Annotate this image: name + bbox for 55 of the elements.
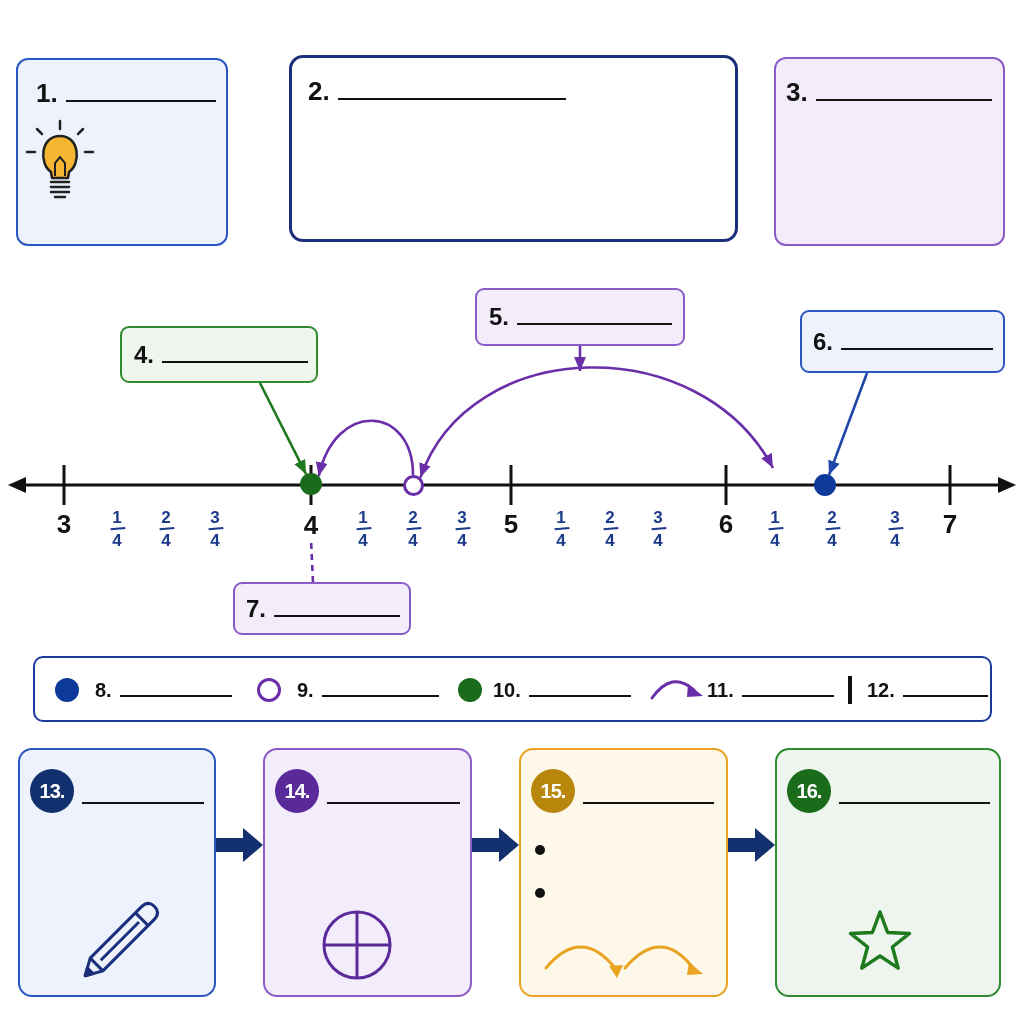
- question-number: 6.: [813, 330, 833, 354]
- fraction-label: 1/4: [351, 507, 376, 551]
- number-badge: 15.: [531, 769, 575, 813]
- fraction-label: 2/4: [401, 507, 426, 551]
- leader-arrow: [827, 372, 869, 476]
- step-card: [18, 748, 216, 997]
- legend-number: 9.: [297, 680, 314, 700]
- point-dot: [814, 474, 836, 496]
- fraction-label: 1/4: [105, 507, 130, 551]
- legend-number: 12.: [867, 680, 895, 700]
- callout-box: [475, 288, 685, 346]
- question-number: 4.: [134, 343, 154, 367]
- callout-box: [120, 326, 318, 383]
- tick-label: 6: [717, 511, 735, 537]
- point-dot: [300, 473, 322, 495]
- number-badge: 16.: [787, 769, 831, 813]
- fraction-label: 3/4: [646, 507, 671, 551]
- step-card: [263, 748, 472, 997]
- legend-number: 11.: [707, 680, 734, 700]
- fraction-label: 2/4: [820, 507, 845, 551]
- leader-arrow: [574, 346, 586, 371]
- step-card: [775, 748, 1001, 997]
- tick-label: 7: [941, 511, 959, 537]
- callout-box: [233, 582, 411, 635]
- number-badge: 13.: [30, 769, 74, 813]
- question-number: 2.: [308, 78, 330, 104]
- jump-arrow: [419, 366, 775, 479]
- fraction-label: 1/4: [763, 507, 788, 551]
- leader-arrow: [258, 382, 308, 475]
- question-number: 7.: [246, 597, 266, 621]
- question-number: 3.: [786, 79, 808, 105]
- fraction-label: 3/4: [450, 507, 475, 551]
- tick-label: 3: [55, 511, 73, 537]
- question-card: [16, 58, 228, 246]
- legend-number: 10.: [493, 680, 521, 700]
- question-number: 5.: [489, 305, 509, 329]
- question-card: [774, 57, 1005, 246]
- legend-number: 8.: [95, 680, 112, 700]
- fraction-label: 3/4: [203, 507, 228, 551]
- fraction-label: 2/4: [154, 507, 179, 551]
- question-card: [289, 55, 738, 242]
- fraction-label: 3/4: [883, 507, 908, 551]
- question-number: 1.: [36, 80, 58, 106]
- flow-arrow: [728, 828, 775, 862]
- tick-label: 5: [502, 511, 520, 537]
- number-badge: 14.: [275, 769, 319, 813]
- flow-arrow: [216, 828, 263, 862]
- callout-box: [800, 310, 1005, 373]
- fraction-label: 2/4: [598, 507, 623, 551]
- open-point: [403, 475, 424, 496]
- jump-arrow: [316, 419, 415, 477]
- fraction-label: 1/4: [549, 507, 574, 551]
- tick-label: 4: [296, 511, 326, 539]
- step-card: [519, 748, 728, 997]
- flow-arrow: [472, 828, 519, 862]
